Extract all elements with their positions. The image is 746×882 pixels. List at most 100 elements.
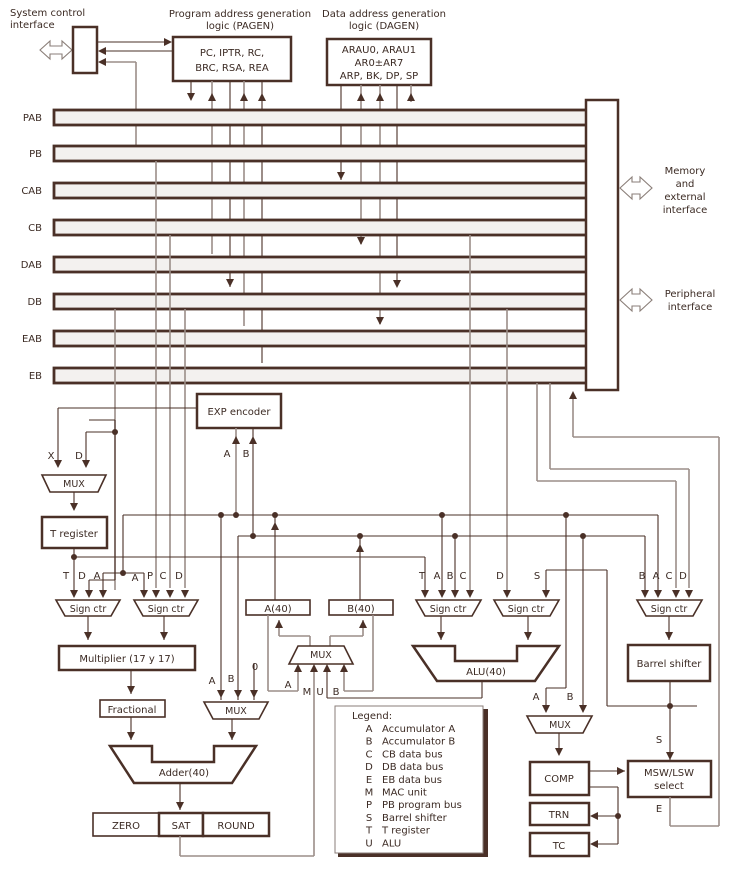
alu-sign-ctr1-signal-b: B [447, 571, 454, 582]
acc-mux-label: MUX [310, 650, 332, 661]
alu-sign-ctr-right: D S Sign ctr [492, 569, 697, 707]
pagen-regs-2: BRC, RSA, REA [195, 63, 269, 74]
bus-cb: CB [28, 218, 590, 237]
legend-text: Accumulator B [382, 737, 455, 748]
sign-ctr1-signal-d: D [78, 571, 86, 582]
system-control-label-1: System control [10, 8, 85, 19]
memory-label-3: external [664, 192, 705, 203]
dagen: Data address generation logic (DAGEN) AR… [322, 9, 446, 87]
memory-interface: Memory and external interface Peripheral… [584, 98, 715, 392]
sign-ctr1-signal-a: A [94, 571, 101, 582]
top-wires [97, 38, 173, 146]
acc-mux-signal-a: A [285, 680, 292, 691]
tc-label: TC [552, 841, 566, 852]
multiplier-box [57, 644, 197, 672]
barrel-sign-ctr-label: Sign ctr [651, 604, 688, 615]
bus-dab: DAB [21, 255, 590, 274]
system-control-label-2: interface [10, 20, 55, 31]
sign-ctr1-label: Sign ctr [70, 604, 107, 615]
bus-eb: EB [29, 366, 590, 385]
acc-mux-shape [287, 645, 355, 665]
barrel-shifter-label: Barrel shifter [637, 659, 703, 670]
bus-label-cb: CB [28, 223, 42, 234]
exp-signal-a: A [224, 449, 231, 460]
alu-label: ALU(40) [466, 667, 506, 678]
comp-mux-signal-a: A [533, 692, 540, 703]
alu-sign-ctr2-signal-d: D [496, 571, 504, 582]
exp-encoder: EXP encoder A B [54, 392, 283, 536]
legend-text: MAC unit [382, 788, 427, 799]
acc-a-box [245, 599, 311, 616]
system-control-double-arrow-icon [39, 39, 73, 61]
peripheral-label-2: interface [668, 302, 713, 313]
legend-key: E [366, 775, 372, 786]
system-control-interface: System control interface [10, 8, 99, 75]
alu-sign-ctr2-signal-s: S [534, 571, 540, 582]
sign-ctr1-signal-t: T [62, 571, 70, 582]
msw-signal-s: S [656, 735, 662, 746]
alu-shape [410, 644, 562, 683]
acc-mux-signal-u: U [316, 687, 323, 698]
t-mux: X D MUX [40, 429, 118, 511]
memory-label-1: Memory [665, 166, 706, 177]
alu-sign-ctr2-shape [492, 599, 561, 617]
dagen-title-2: logic (DAGEN) [349, 21, 419, 32]
trn-label: TRN [548, 810, 570, 821]
comp-mux-label: MUX [549, 720, 571, 731]
legend-key: P [366, 800, 372, 811]
sign-ctr2-signal-a: A [132, 573, 139, 584]
legend-text: Accumulator A [382, 724, 455, 735]
adder-mux-signal-zero: 0 [252, 662, 258, 673]
legend-key: D [365, 762, 373, 773]
legend-text: DB data bus [382, 762, 443, 773]
barrel-sign-ctr-signal-d: D [679, 571, 687, 582]
dagen-regs-1: ARAU0, ARAU1 [342, 45, 416, 56]
accumulators: A(40) B(40) MUX A M U B [245, 515, 483, 699]
alu-sign-ctr1-signal-a: A [434, 571, 441, 582]
acc-b-box [328, 599, 394, 616]
legend-key: A [366, 724, 373, 735]
legend-text: Barrel shifter [382, 813, 448, 824]
legend-text: PB program bus [382, 800, 462, 811]
bus-cab: CAB [21, 181, 590, 200]
bus-label-pab: PAB [23, 113, 42, 124]
alu-sign-ctr1-signal-c: C [460, 571, 467, 582]
comp-mux-shape [525, 715, 594, 734]
bus-tap-wires [114, 161, 720, 826]
bus-label-db: DB [27, 297, 42, 308]
sat-label: SAT [172, 821, 192, 832]
sign-ctr2-label: Sign ctr [148, 604, 185, 615]
fractional-label: Fractional [108, 705, 157, 716]
t-mux-shape [40, 474, 108, 493]
barrel-sign-ctr-shape [635, 599, 704, 617]
legend-text: ALU [382, 838, 401, 849]
trn-box [528, 801, 591, 827]
bus-eab: EAB [22, 329, 590, 348]
mux-signal-d: D [75, 451, 83, 462]
alu-sign-ctr2-label: Sign ctr [508, 604, 545, 615]
saturation-rounding: ZERO SAT ROUND [92, 693, 315, 857]
legend-key: T [365, 826, 373, 837]
compare-unit: COMP TRN TC [528, 760, 625, 858]
comp-mux: A B MUX [525, 515, 594, 756]
alu: ALU(40) [410, 644, 562, 683]
alu-sign-ctr-left: T A B C Sign ctr [414, 515, 483, 640]
acc-b-label: B(40) [347, 604, 374, 615]
legend-text: CB data bus [382, 749, 443, 760]
dagen-box [325, 37, 433, 87]
pagen-title-2: logic (PAGEN) [206, 21, 274, 32]
adder-mux-signal-a: A [209, 676, 216, 687]
adder-mux: A B 0 MUX [202, 662, 270, 740]
alu-sign-ctr1-signal-t: T [418, 571, 426, 582]
mux-signal-x: X [48, 451, 55, 462]
pagen-regs-1: PC, IPTR, RC, [200, 48, 264, 59]
fractional-box [99, 699, 166, 718]
sign-ctr2-shape [132, 599, 200, 617]
bus-group: PAB PB CAB CB DAB DB EAB EB [21, 108, 590, 385]
exp-signal-b: B [243, 449, 250, 460]
legend-text: T register [381, 826, 431, 837]
sign-ctr2-signal-d: D [175, 571, 183, 582]
dagen-title-1: Data address generation [322, 9, 446, 20]
